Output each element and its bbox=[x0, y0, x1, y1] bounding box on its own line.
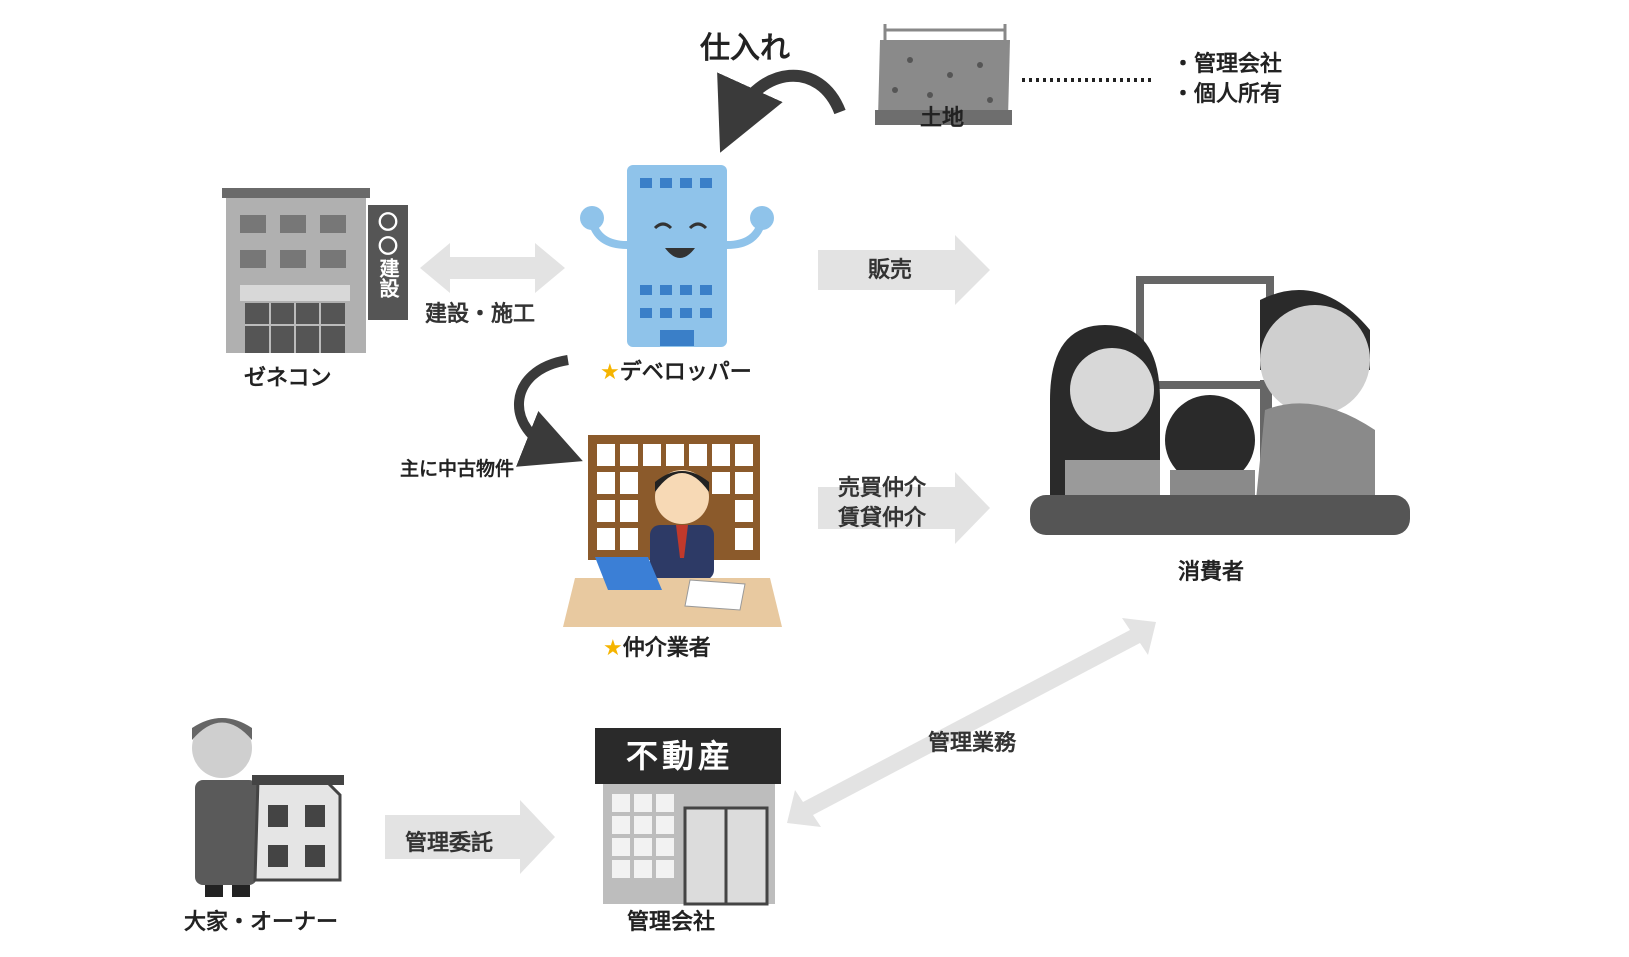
kensetsu-double-arrow bbox=[420, 243, 565, 293]
developer-label: ★デベロッパー bbox=[600, 362, 752, 384]
land-owner-1: ・管理会社 bbox=[1172, 52, 1283, 77]
broker-star-icon: ★ bbox=[603, 636, 623, 661]
developer-name: デベロッパー bbox=[619, 360, 752, 385]
kensetsu-label: 建設・施工 bbox=[425, 302, 536, 327]
chukai-arrow bbox=[818, 472, 990, 544]
broker-label: ★仲介業者 bbox=[603, 638, 711, 660]
land-illustration bbox=[875, 24, 1012, 125]
chuko-curved-arrow bbox=[514, 355, 583, 467]
hanbai-label: 販売 bbox=[868, 258, 913, 283]
chuko-label: 主に中古物件 bbox=[400, 458, 515, 480]
consumer-illustration bbox=[1030, 276, 1410, 535]
chintai-label: 賃貸仲介 bbox=[838, 506, 927, 531]
kanri-gyomu-label: 管理業務 bbox=[928, 731, 1017, 756]
zenecon-sign-bottom: 建設 bbox=[376, 258, 400, 298]
tochi-label: 土地 bbox=[920, 106, 965, 131]
owner-illustration bbox=[192, 718, 344, 897]
kanri-kaisha-label: 管理会社 bbox=[627, 910, 716, 935]
owner-label: 大家・オーナー bbox=[184, 910, 339, 935]
kanri-kaisha-illustration bbox=[595, 728, 781, 906]
hanbai-arrow bbox=[818, 235, 990, 305]
consumer-label: 消費者 bbox=[1178, 560, 1245, 585]
shiire-label: 仕入れ bbox=[700, 31, 790, 66]
developer-star-icon: ★ bbox=[600, 360, 620, 385]
broker-name: 仲介業者 bbox=[622, 636, 711, 661]
shiire-curved-arrow bbox=[717, 69, 846, 153]
land-owner-2: ・個人所有 bbox=[1172, 82, 1283, 107]
zenecon-label: ゼネコン bbox=[244, 366, 332, 391]
fudosan-sign-text: 不動産 bbox=[626, 737, 735, 775]
zenecon-sign-top: 〇〇 bbox=[378, 210, 398, 258]
kanri-gyomu-double-arrow bbox=[787, 618, 1156, 827]
broker-illustration bbox=[563, 435, 782, 627]
kanri-itaku-label: 管理委託 bbox=[405, 831, 494, 856]
baibai-label: 売買仲介 bbox=[838, 476, 927, 501]
kanri-itaku-arrow bbox=[385, 800, 555, 874]
zenecon-sign: 〇〇 建設 bbox=[372, 210, 404, 298]
developer-illustration bbox=[580, 165, 774, 347]
zenecon-illustration bbox=[222, 188, 408, 353]
